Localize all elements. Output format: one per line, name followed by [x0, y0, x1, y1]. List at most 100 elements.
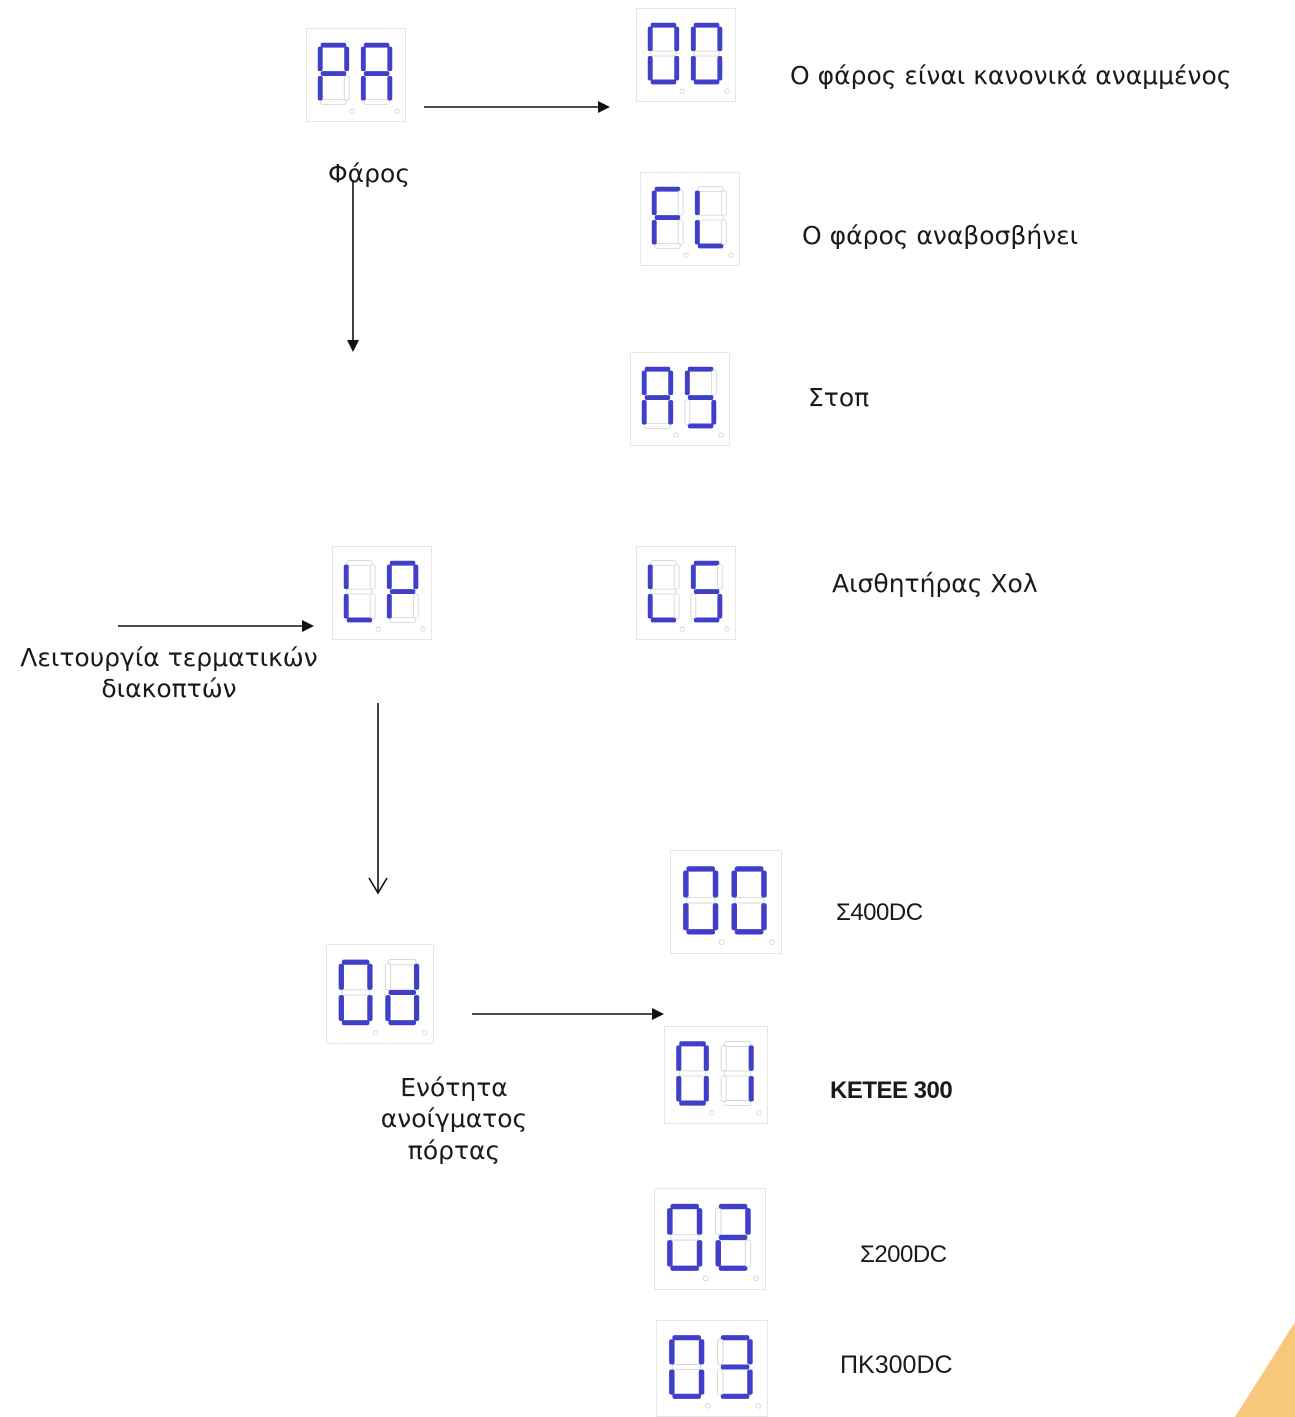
digit-2	[694, 186, 727, 249]
display-lp	[332, 546, 432, 640]
decimal-point	[420, 626, 426, 632]
segment-c	[717, 593, 723, 619]
digit-2	[731, 866, 767, 935]
segment-a	[693, 22, 720, 28]
label-model-02: Σ200DC	[860, 1241, 947, 1268]
segment-g	[718, 1234, 748, 1241]
segment-e	[360, 75, 366, 101]
seven-segment-digits	[317, 42, 400, 114]
segment-f	[717, 1338, 724, 1365]
digit-1	[647, 22, 680, 85]
segment-f	[684, 370, 690, 396]
seven-segment-digits	[343, 560, 426, 632]
segment-g	[678, 1070, 707, 1077]
segment-c	[720, 219, 727, 245]
label-beacon: Φάρος	[328, 159, 410, 188]
segment-c	[413, 995, 420, 1022]
segment-c	[343, 75, 350, 101]
segment-d	[693, 617, 720, 623]
segment-a	[720, 1335, 750, 1341]
decimal-point	[421, 1029, 428, 1036]
decimal-point	[673, 432, 679, 438]
segment-a	[672, 1335, 701, 1341]
segment-a	[363, 42, 390, 48]
segment-e	[647, 593, 653, 619]
display-pa	[306, 28, 406, 122]
segment-a	[650, 22, 677, 28]
segment-g	[734, 897, 764, 904]
segment-b	[387, 46, 393, 72]
segment-f	[360, 46, 366, 72]
segment-g	[320, 71, 347, 76]
segment-g	[687, 395, 714, 400]
segment-b	[720, 190, 727, 216]
segment-d	[672, 1393, 701, 1399]
decimal-point	[728, 252, 734, 258]
segment-a	[644, 366, 671, 372]
segment-g	[669, 1234, 700, 1241]
segment-b	[712, 870, 719, 898]
segment-f	[690, 26, 696, 52]
segment-d	[720, 1393, 750, 1399]
segment-e	[641, 399, 647, 425]
decimal-point	[724, 626, 730, 632]
digit-1	[651, 186, 684, 249]
digit-1	[676, 1041, 709, 1106]
segment-c	[367, 995, 373, 1022]
segment-g	[388, 989, 417, 996]
segment-g	[389, 589, 416, 594]
segment-b	[717, 26, 723, 52]
segment-e	[317, 75, 323, 101]
decimal-point	[394, 108, 400, 114]
decimal-point	[704, 1403, 711, 1409]
segment-g	[693, 50, 720, 57]
digit-1	[667, 1203, 703, 1271]
label-door-unit-line3: πόρτας	[407, 1135, 501, 1165]
segment-f	[676, 1045, 682, 1071]
segment-c	[761, 903, 767, 931]
segment-e	[676, 1076, 682, 1102]
digit-2	[684, 366, 717, 429]
segment-f	[338, 963, 344, 990]
segment-d	[679, 1100, 706, 1106]
label-limit-switch-line2: διακοπτών	[101, 674, 237, 704]
seven-segment-digits	[676, 1040, 762, 1116]
digit-1	[317, 42, 350, 105]
segment-c	[668, 399, 674, 425]
segment-c	[696, 1240, 703, 1267]
segment-e	[694, 219, 700, 245]
segment-b	[674, 26, 680, 52]
segment-e	[690, 55, 696, 81]
segment-d	[693, 79, 720, 85]
decimal-point	[679, 88, 685, 94]
segment-b	[367, 963, 373, 990]
label-door-unit: Ενότητα ανοίγματος πόρτας	[364, 1072, 544, 1166]
display-model-01	[664, 1026, 768, 1124]
segment-f	[651, 190, 657, 216]
label-limit-switch-line1: Λειτουργία τερματικών	[20, 643, 318, 672]
segment-a	[654, 186, 681, 192]
segment-d	[650, 79, 677, 85]
segment-f	[386, 564, 392, 590]
decimal-point	[753, 1275, 760, 1282]
segment-b	[668, 370, 674, 396]
segment-a	[723, 1040, 752, 1047]
segment-f	[669, 1339, 675, 1365]
decimal-point	[702, 1275, 709, 1282]
segment-a	[320, 42, 347, 48]
segment-d	[644, 423, 671, 429]
segment-b	[748, 1045, 754, 1071]
label-beacon-on: Ο φάρος είναι κανονικά αναμμένος	[790, 61, 1232, 90]
seven-segment-digits	[669, 1335, 762, 1409]
segment-e	[386, 593, 392, 619]
segment-d	[723, 1100, 752, 1107]
segment-g	[346, 588, 373, 595]
segment-b	[716, 564, 723, 590]
segment-b	[344, 46, 350, 72]
segment-g	[697, 214, 724, 221]
seven-segment-digits	[651, 186, 734, 258]
segment-f	[683, 870, 689, 898]
digit-1	[338, 959, 373, 1026]
decimal-point	[683, 252, 689, 258]
